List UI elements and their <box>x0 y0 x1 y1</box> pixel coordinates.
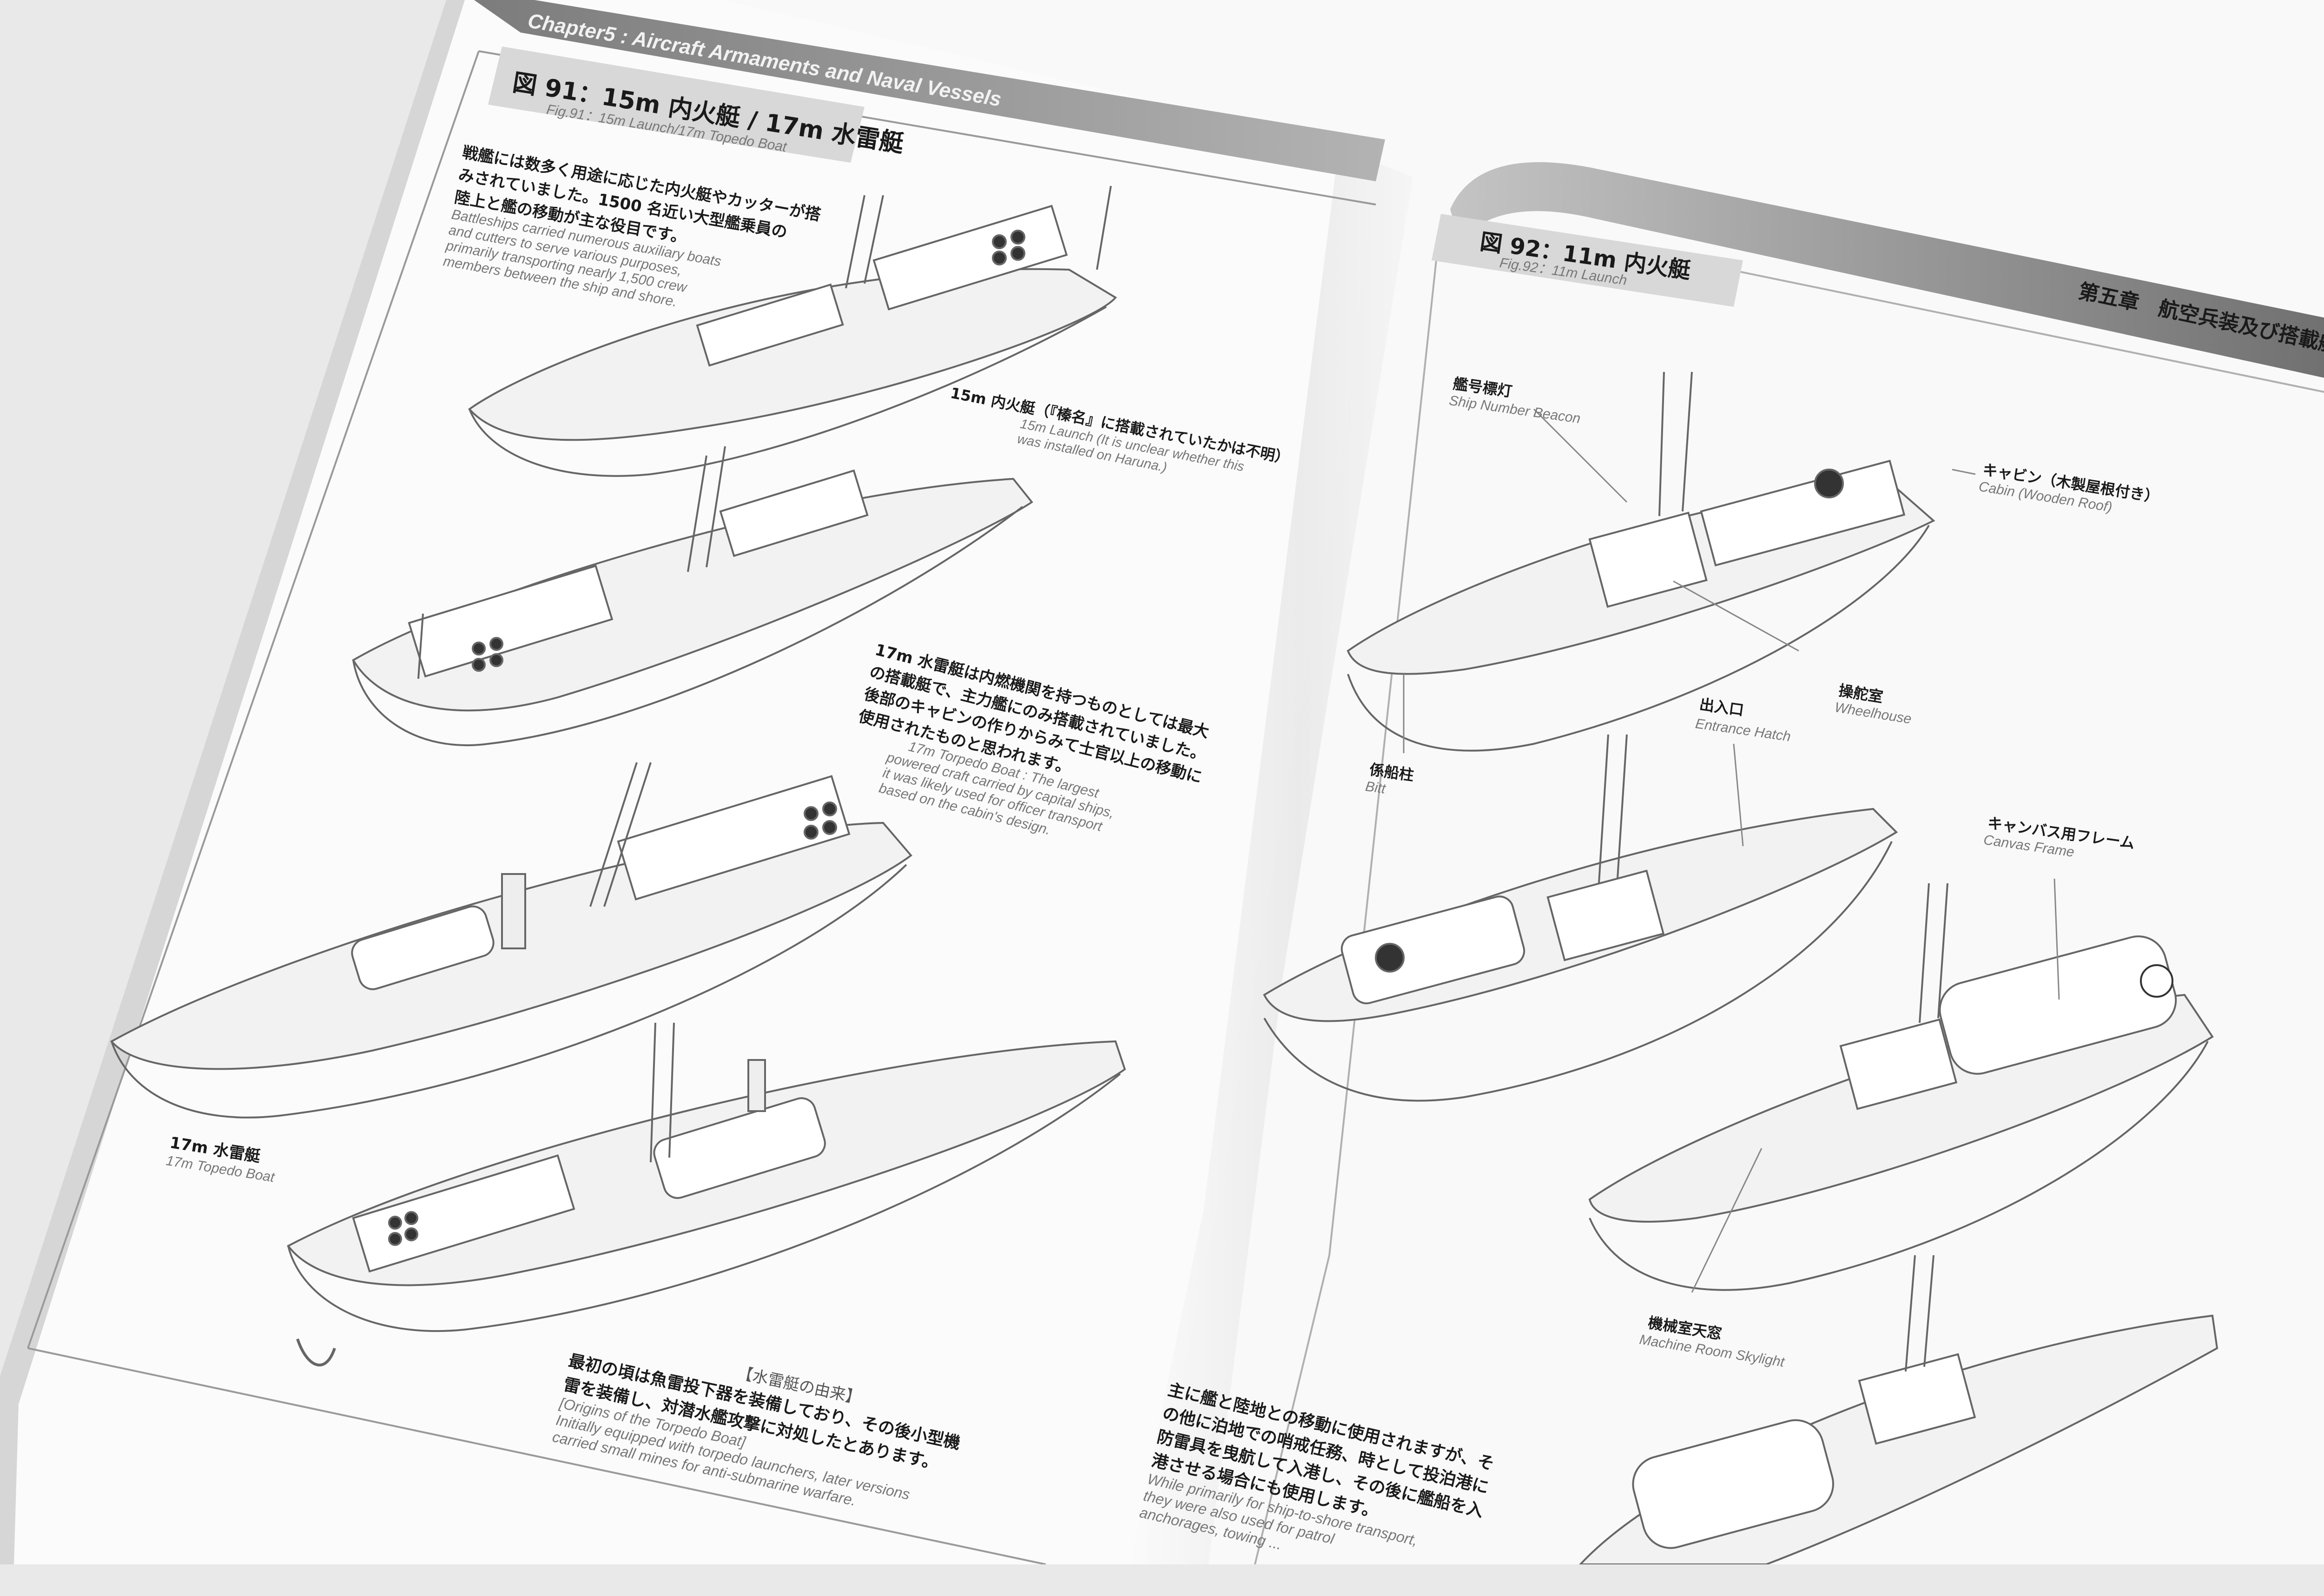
left-page <box>14 0 1376 1564</box>
boat-drawing-8 <box>1579 1255 2218 1564</box>
boat-drawing-6 <box>1263 734 1898 1102</box>
boat-drawing-7 <box>1588 883 2214 1291</box>
boat-drawing-5 <box>1347 371 1935 752</box>
fig91-title-box <box>488 46 865 163</box>
photo-scene: Chapter5 : Aircraft Armaments and Naval … <box>0 0 2324 1564</box>
boat-drawing-2 <box>352 446 1033 747</box>
fig92-title-box <box>1432 214 1743 307</box>
right-header-band <box>1450 162 2324 378</box>
magazine-photo <box>0 0 2324 1564</box>
boat-drawing-1 <box>468 185 1117 477</box>
boat-drawing-3 <box>110 762 912 1119</box>
right-page <box>725 0 2324 1564</box>
boat-drawing-4 <box>286 1022 1126 1367</box>
left-header-band <box>474 0 1385 181</box>
leader-lines <box>1403 408 2060 1293</box>
label-bitt-en: Bitt <box>1364 779 1386 797</box>
